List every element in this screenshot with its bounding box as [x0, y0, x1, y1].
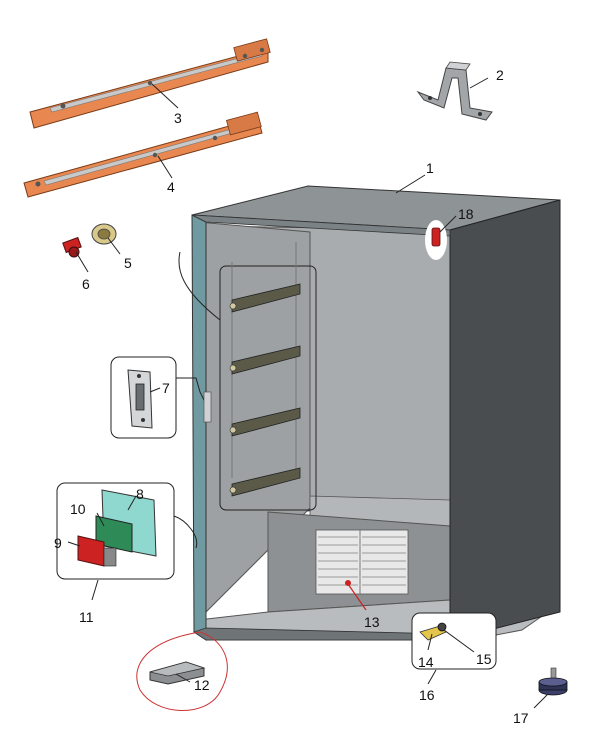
rail-part-4	[23, 111, 263, 198]
rack-leader-curve	[178, 251, 221, 321]
callout-7: 7	[162, 380, 170, 396]
callout-13: 13	[364, 614, 380, 630]
bracket-part-2	[416, 61, 493, 121]
callout-16: 16	[419, 687, 435, 703]
callout-17: 17	[513, 710, 529, 726]
component-part-18	[425, 220, 447, 260]
callout-9: 9	[54, 535, 62, 551]
callout-8: 8	[136, 486, 144, 502]
callout-1: 1	[426, 160, 434, 176]
callout-10: 10	[70, 501, 86, 517]
key-part-6	[62, 236, 82, 258]
callout-15: 15	[476, 651, 492, 667]
lock-part-5	[91, 223, 117, 245]
latch-leader	[176, 377, 207, 405]
callout-11: 11	[79, 609, 94, 625]
shelf-rack	[219, 242, 317, 511]
callout-14: 14	[418, 654, 434, 670]
board-inset-part-11	[56, 482, 175, 580]
grille-part-13	[315, 529, 409, 595]
board-leader	[173, 515, 198, 549]
foot-part-17	[538, 667, 568, 696]
callout-5: 5	[124, 255, 132, 271]
callout-4: 4	[167, 179, 175, 195]
callout-12: 12	[194, 677, 210, 693]
callout-2: 2	[496, 67, 504, 83]
pad-inset-part-12	[136, 631, 228, 711]
latch-inset-part-7	[110, 356, 177, 439]
callout-18: 18	[458, 206, 474, 222]
callout-6: 6	[82, 276, 90, 292]
callout-3: 3	[174, 110, 182, 126]
rail-part-3	[29, 38, 271, 129]
hinge-inset-part-16	[411, 612, 497, 670]
leader-lines	[67, 77, 549, 709]
latch-on-cabinet	[203, 391, 212, 423]
